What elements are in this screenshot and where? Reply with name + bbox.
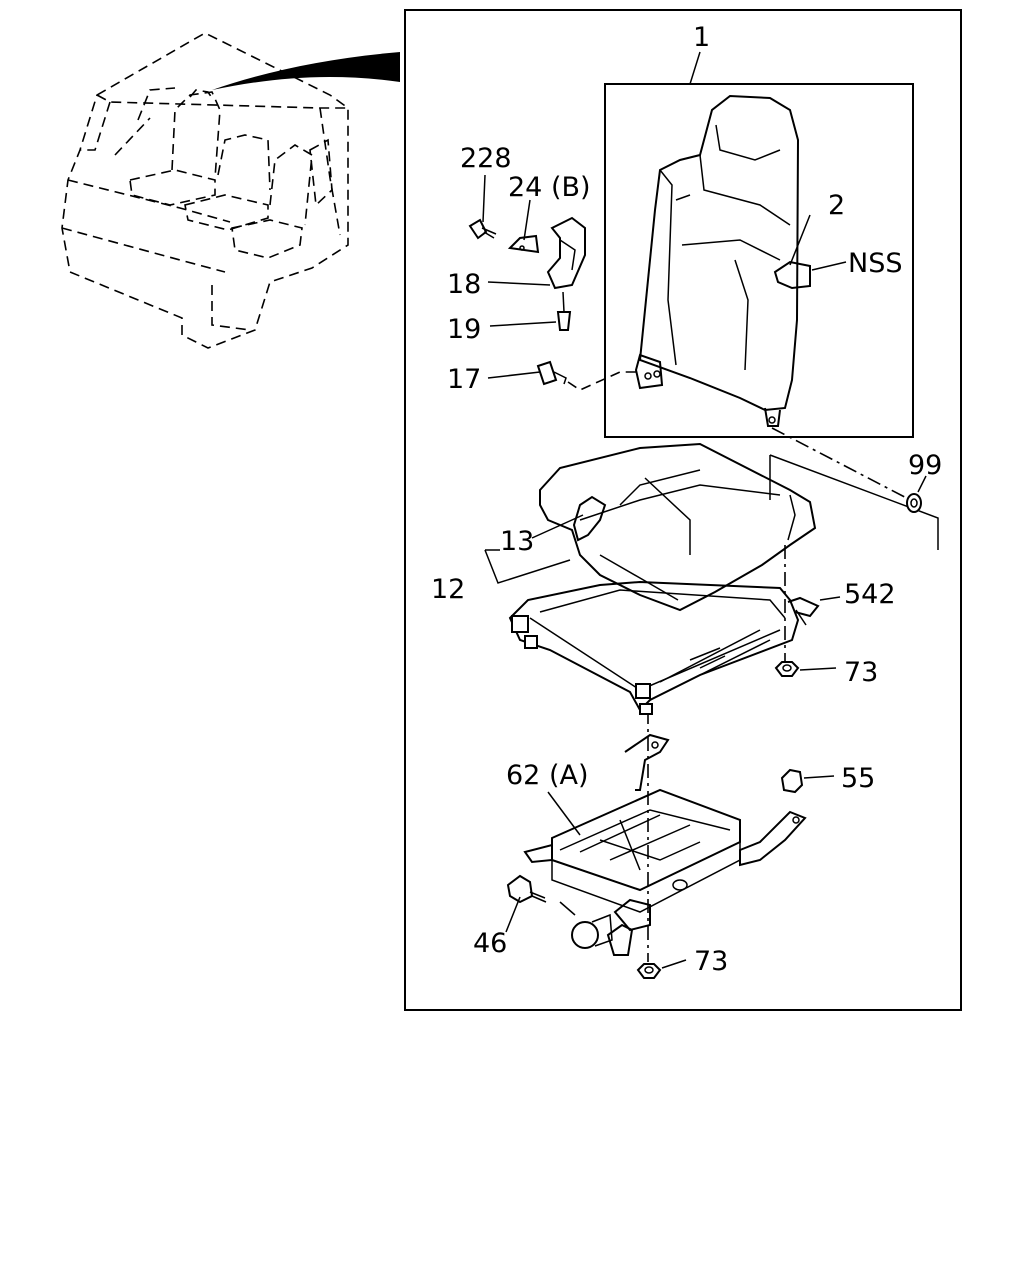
label-part-19: 19 [447,314,481,345]
label-part-73-upper: 73 [844,657,878,688]
label-part-73-lower: 73 [694,946,728,977]
assembly-lines [647,427,939,962]
label-part-228: 228 [460,143,512,174]
seat-back-group [604,51,914,438]
cab-overview-illustration [61,32,400,349]
label-part-46: 46 [473,928,507,959]
label-part-13: 13 [500,526,534,557]
seat-cushion [484,442,817,612]
detail-frame [404,9,962,1011]
label-part-99: 99 [908,450,942,481]
label-part-55: 55 [841,763,875,794]
label-nss: NSS [848,248,902,279]
label-part-1: 1 [693,22,710,53]
slide-rail-frame [508,580,841,715]
label-part-18: 18 [447,269,481,300]
label-part-62a: 62 (A) [506,760,588,791]
label-part-2: 2 [828,190,845,221]
suspension-base [505,733,835,979]
label-part-17: 17 [447,364,481,395]
label-part-542: 542 [844,579,896,610]
label-part-12: 12 [431,574,465,605]
washer-99 [906,475,927,513]
hardware-parts [468,174,636,391]
callout-labels: 1 2 NSS 228 24 (B) 18 19 17 99 13 12 542… [431,22,942,977]
label-part-24b: 24 (B) [508,172,591,203]
